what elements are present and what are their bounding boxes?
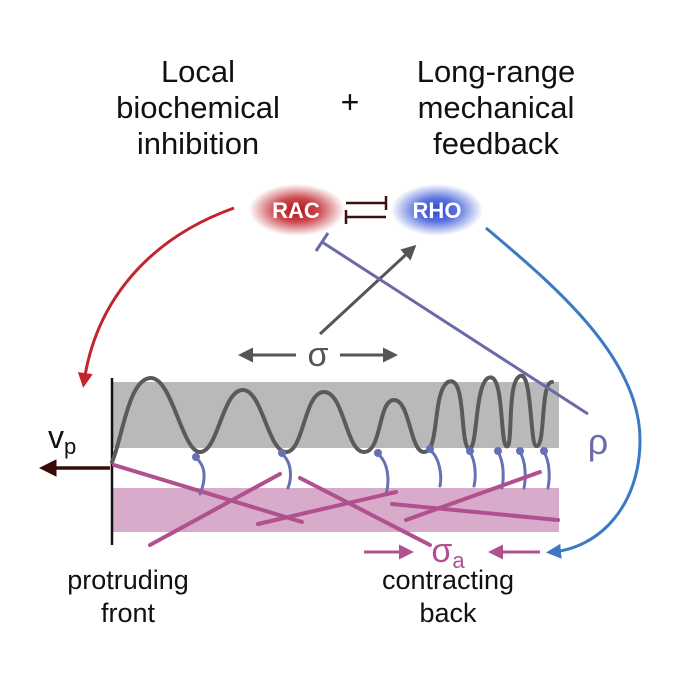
- rho-to-back-arrow: [485, 226, 642, 559]
- tether-6: [496, 450, 505, 490]
- header-right-line-3: feedback: [433, 126, 559, 161]
- sigma-a-symbol: σa: [431, 532, 465, 573]
- actin-filament-1: [112, 463, 304, 524]
- tether-knobs: [192, 445, 548, 461]
- tether-4: [428, 448, 443, 488]
- tether-3: [376, 452, 390, 496]
- header-right-line-2: mechanical: [418, 90, 575, 125]
- rho-inhibits-rac-line: [321, 240, 589, 416]
- tension-to-rho-arrow: [318, 244, 417, 336]
- back-label-line-1: contracting: [382, 565, 514, 595]
- actin-filaments: [112, 463, 560, 547]
- front-label-line-1: protruding: [67, 565, 189, 595]
- header-left-line-3: inhibition: [137, 126, 259, 161]
- rho-label: RHO: [413, 198, 462, 223]
- rac-to-front-arrow: [77, 206, 235, 388]
- mutual-inhibition-icon: [344, 196, 388, 224]
- rac-label: RAC: [272, 198, 320, 223]
- header-right-line-1: Long-range: [417, 54, 576, 89]
- back-label-line-2: back: [419, 598, 477, 628]
- actin-filament-2: [148, 472, 282, 547]
- rho-glow: [391, 184, 483, 236]
- membrane-band: [112, 382, 559, 448]
- actin-filament-5: [390, 502, 560, 522]
- front-label-line-2: front: [101, 598, 156, 628]
- header-left-line-2: biochemical: [116, 90, 280, 125]
- rho-symbol: ρ: [588, 421, 608, 462]
- rac-glow: [249, 184, 345, 236]
- tether-8: [542, 450, 551, 490]
- rho-inhibits-rac-bar: [314, 232, 330, 252]
- tether-2: [280, 452, 292, 490]
- plus-sign: +: [341, 84, 360, 120]
- membrane-wavy-line: [110, 374, 554, 464]
- header-left-line-1: Local: [161, 54, 235, 89]
- sigma-symbol: σ: [308, 336, 329, 374]
- vp-symbol: vp: [48, 419, 76, 459]
- tether-5: [468, 450, 477, 488]
- actin-filament-4: [298, 476, 432, 547]
- tether-7: [518, 450, 527, 490]
- actin-filament-6: [404, 470, 542, 522]
- actin-filament-3: [256, 490, 398, 526]
